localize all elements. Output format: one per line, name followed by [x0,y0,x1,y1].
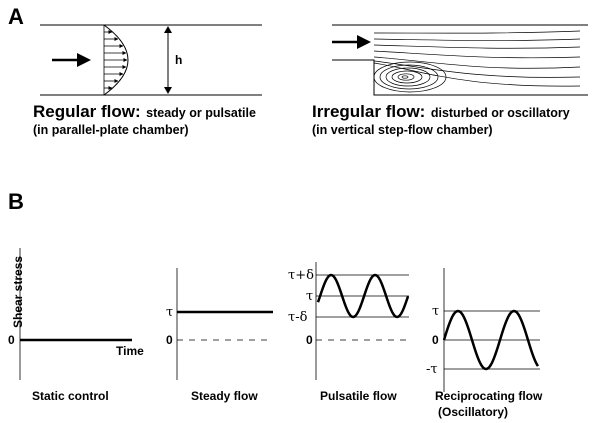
reciprocating-wave [442,309,540,371]
pulsatile-tau-minus-label: τ-δ [288,310,308,325]
steady-flow-plot: τ 0 Steady flow [166,268,273,403]
height-indicator [164,26,172,94]
pulsatile-caption: Pulsatile flow [320,389,397,403]
static-caption: Static control [32,389,109,403]
pulsatile-tau-label: τ [306,289,313,304]
reciprocating-neg-tau-label: -τ [426,362,438,377]
irregular-flow-subtitle: (in vertical step-flow chamber) [312,123,493,137]
height-label: h [175,53,182,67]
regular-flow-title: Regular flow: steady or pulsatile [33,102,256,121]
flow-arrow-regular [52,53,91,67]
reciprocating-caption-2: (Oscillatory) [438,405,508,419]
steady-tau-label: τ [166,305,173,320]
parallel-plate-chamber: h [40,24,262,96]
flow-arrow-irregular [332,35,371,49]
static-zero-label: 0 [8,333,15,347]
reciprocating-tau-label: τ [432,304,439,319]
panel-b-label: B [8,189,24,214]
pulsatile-tau-plus-label: τ+δ [288,268,314,283]
velocity-vectors [104,30,128,90]
parabolic-profile [103,24,129,96]
steady-caption: Steady flow [191,389,258,403]
steady-zero-label: 0 [166,333,173,347]
static-time-label: Time [116,344,144,358]
y-axis-label: Shear stress [11,256,25,328]
regular-flow-subtitle: (in parallel-plate chamber) [33,123,189,137]
step-flow-chamber [332,24,588,96]
pulsatile-wave [316,273,410,319]
panel-a-label: A [8,4,24,29]
streamlines [373,30,581,87]
static-control-plot: Shear stress 0 Time Static control [8,248,144,403]
pulsatile-flow-plot: τ+δ τ τ-δ 0 Pulsatile flow [288,262,410,403]
reciprocating-flow-plot: τ 0 -τ Reciprocating flow (Oscillatory) [426,268,543,419]
irregular-flow-title: Irregular flow: disturbed or oscillatory [312,102,570,121]
recirculation-vortex [373,61,447,93]
reciprocating-zero-label: 0 [432,333,439,347]
pulsatile-zero-label: 0 [306,333,313,347]
reciprocating-caption: Reciprocating flow [435,389,543,403]
